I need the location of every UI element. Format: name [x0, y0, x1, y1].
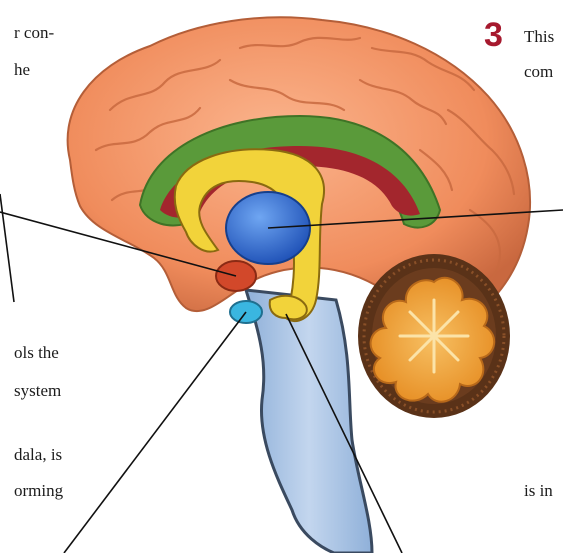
cerebellum: [358, 254, 510, 418]
brainstem: [246, 290, 372, 553]
